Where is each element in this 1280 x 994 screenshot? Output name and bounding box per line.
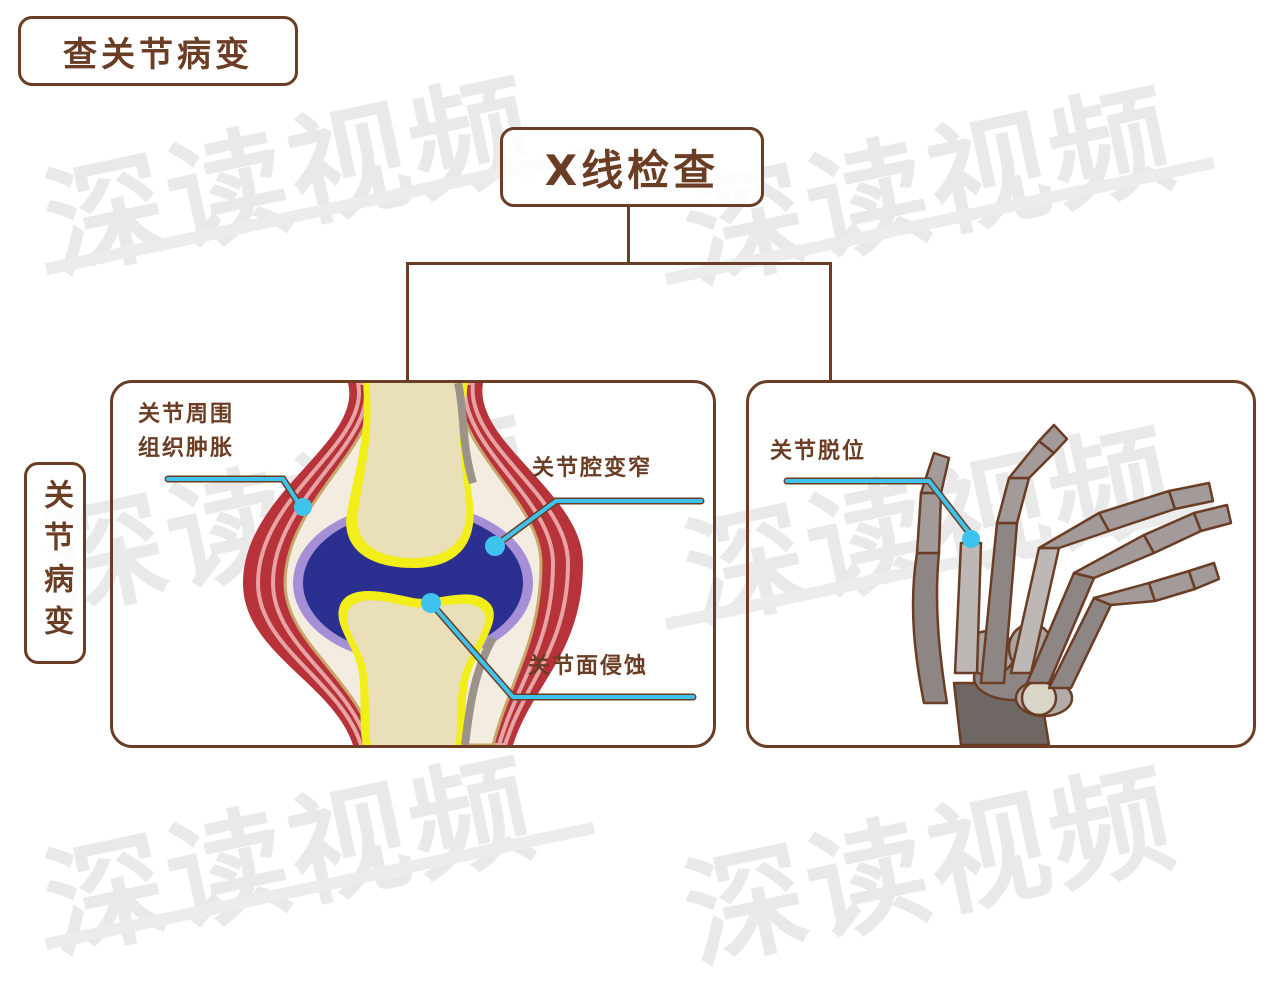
root-node-text: X线检查 — [544, 145, 720, 195]
page-title: 查关节病变 — [18, 16, 298, 86]
side-tag-text: 关节病变 — [38, 479, 73, 647]
label-soft-tissue-1: 关节周围 — [138, 402, 235, 427]
label-dislocation: 关节脱位 — [770, 439, 867, 464]
connector-right — [829, 262, 832, 382]
label-space-narrowing: 关节腔变窄 — [532, 456, 653, 481]
connector-horizontal — [406, 262, 832, 265]
label-soft-tissue-2: 组织肿胀 — [138, 436, 235, 461]
root-node: X线检查 — [500, 127, 764, 207]
label-surface-erosion: 关节面侵蚀 — [528, 654, 649, 679]
side-tag: 关节病变 — [24, 462, 86, 664]
joint-panel — [110, 380, 716, 748]
joint-illustration — [164, 383, 705, 745]
watermark-text: 深读视频 — [673, 748, 1188, 988]
hand-skeleton-illustration — [783, 423, 1233, 745]
connector-vertical-root — [627, 204, 630, 264]
hand-panel — [746, 380, 1256, 748]
page-title-text: 查关节病变 — [63, 34, 253, 75]
connector-left — [406, 262, 409, 382]
